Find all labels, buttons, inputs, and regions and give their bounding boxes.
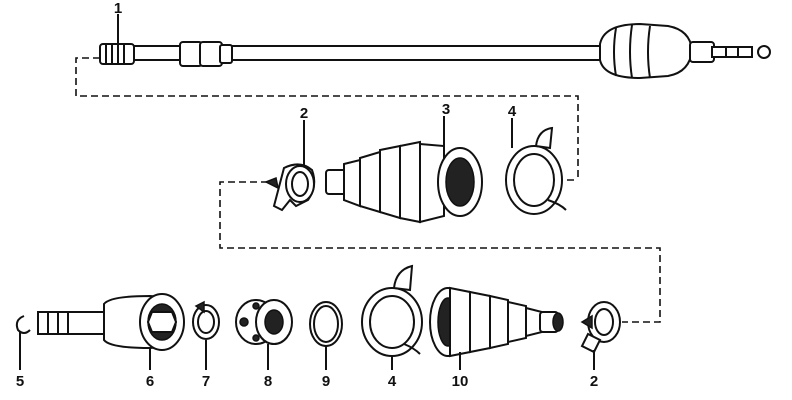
part-6-joint-housing [37,293,185,370]
label-9: 9 [322,373,330,390]
label-7: 7 [202,373,210,390]
axle-tip-end [757,45,771,59]
part-8-bearing-cage [235,299,293,370]
label-bot-4: 4 [388,373,397,390]
band-tail [534,126,554,150]
label-mid-2: 2 [300,105,308,122]
label-mid-4: 4 [508,103,517,120]
label-1: 1 [114,0,122,17]
part-2-clamp-bottom [580,301,621,370]
label-mid-3: 3 [442,101,450,118]
guide-line-middle [219,181,661,323]
label-10: 10 [452,373,469,390]
label-6: 6 [146,373,154,390]
part-2-clamp-mid [264,120,316,212]
guide-line-top [75,57,579,180]
damper-ring-3 [219,44,233,64]
part-4-band-bottom [361,264,423,370]
label-8: 8 [264,373,272,390]
outer-axle-tip [711,46,753,58]
spline-ridges-left [105,44,125,64]
part-10-boot-bottom [429,286,564,370]
part-number-labels: 1 2 3 4 5 6 7 8 9 4 10 2 [16,0,598,390]
damper-ring-2 [199,41,223,67]
damper-ring-1 [179,41,203,67]
part-5-snap-ring [15,315,31,370]
part-7-circlip [192,300,220,370]
shaft-assembly [99,14,771,80]
part-9-ring [309,301,343,370]
band-tail-bottom [392,264,414,292]
part-4-band-mid [505,118,567,215]
part-3-boot-mid [325,116,483,224]
label-bot-2: 2 [590,373,598,390]
outer-stub [689,41,715,63]
label-5: 5 [16,373,24,390]
